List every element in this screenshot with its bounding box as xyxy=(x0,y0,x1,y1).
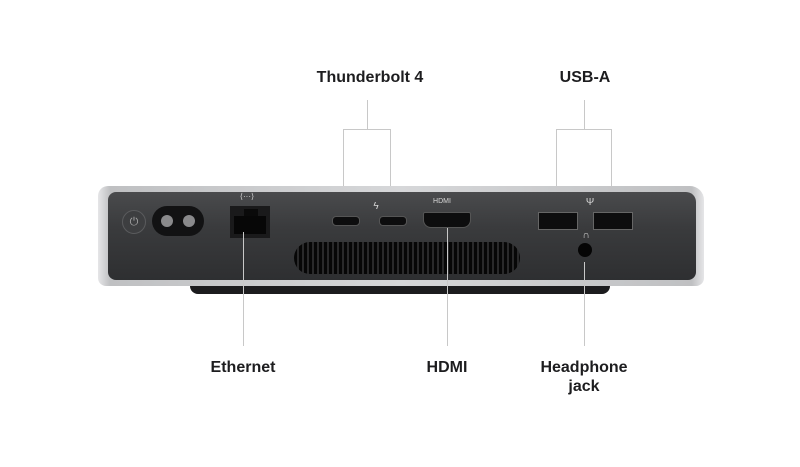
leader-line-ethernet xyxy=(243,232,244,346)
power-button: ⏻ xyxy=(122,210,146,234)
leader-line-headphone xyxy=(584,262,585,346)
headphone-jack xyxy=(578,243,592,257)
device-foot xyxy=(190,286,610,294)
leader-line-usb xyxy=(611,129,612,221)
leader-line-usb xyxy=(556,129,612,130)
usb-a-port-1 xyxy=(538,212,578,230)
label-usb-a: USB-A xyxy=(559,69,611,86)
label-headphone-line2: jack xyxy=(568,378,600,395)
leader-line-thunderbolt xyxy=(343,129,391,130)
leader-line-usb xyxy=(556,129,557,221)
headphone-icon: ∩ xyxy=(582,230,590,241)
hdmi-icon: HDMI xyxy=(433,198,451,205)
label-thunderbolt: Thunderbolt 4 xyxy=(316,69,424,86)
vent-grille xyxy=(294,242,520,274)
leader-line-thunderbolt xyxy=(390,129,391,215)
leader-line-usb xyxy=(584,100,585,129)
label-ethernet: Ethernet xyxy=(210,359,276,376)
leader-line-thunderbolt xyxy=(343,129,344,215)
thunderbolt-icon: ϟ xyxy=(373,201,379,212)
ethernet-icon: ⟨···⟩ xyxy=(239,192,255,201)
usb-a-port-2 xyxy=(593,212,633,230)
mac-mini-rear: ⏻ ⟨···⟩ ϟ HDMI Ψ xyxy=(98,186,704,286)
thunderbolt-port-2 xyxy=(379,216,407,226)
hdmi-port xyxy=(423,212,471,228)
leader-line-thunderbolt xyxy=(367,100,368,129)
label-headphone-line1: Headphone xyxy=(540,359,628,376)
rear-panel: ⏻ ⟨···⟩ ϟ HDMI Ψ xyxy=(108,192,696,280)
thunderbolt-port-1 xyxy=(332,216,360,226)
ethernet-port xyxy=(230,206,270,238)
label-hdmi: HDMI xyxy=(426,359,468,376)
usb-icon: Ψ xyxy=(585,197,595,208)
power-icon: ⏻ xyxy=(129,216,139,228)
ac-power-inlet xyxy=(152,206,204,236)
leader-line-hdmi xyxy=(447,228,448,346)
